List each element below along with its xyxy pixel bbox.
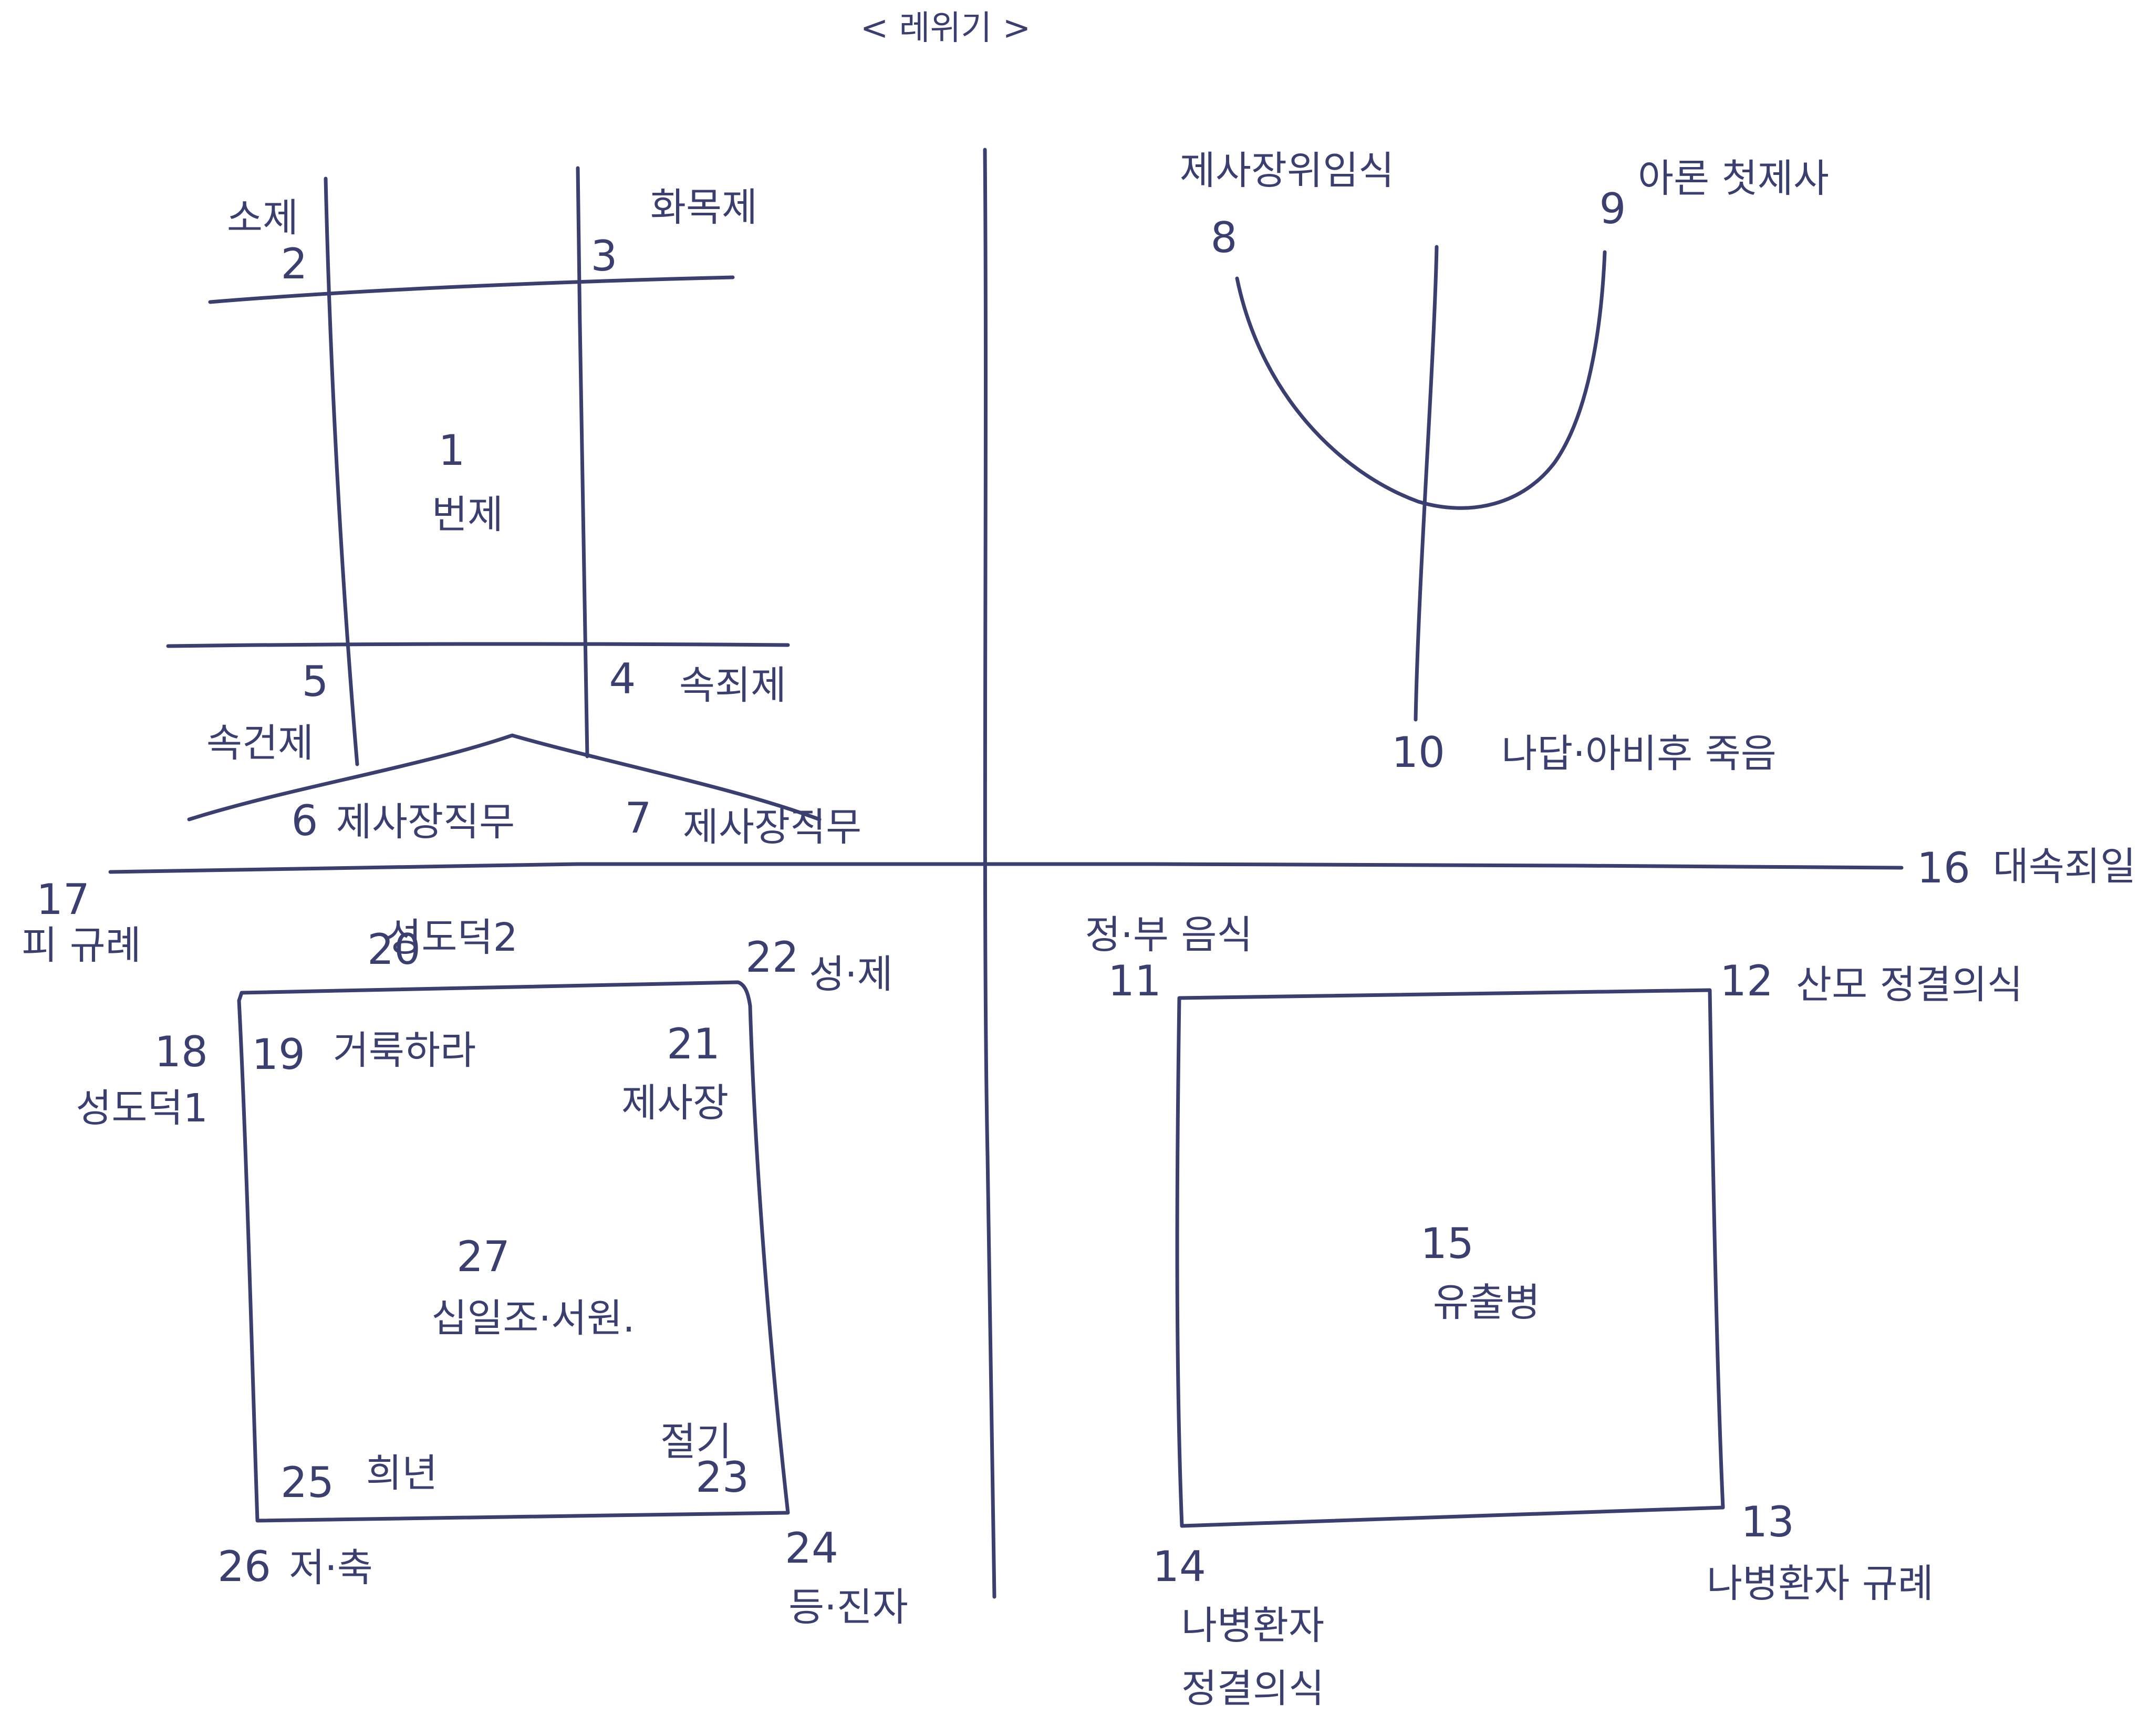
ch4-label: 속죄제 xyxy=(679,663,786,708)
ch14-number: 14 xyxy=(1152,1542,1206,1591)
ch25-label: 희년 xyxy=(366,1451,438,1496)
ch15-label: 유출병 xyxy=(1433,1280,1540,1325)
ch7-label: 제사장직무 xyxy=(683,805,861,850)
ch19-number: 19 xyxy=(252,1030,305,1079)
ch22-number: 22 xyxy=(745,933,799,982)
ch12-number: 12 xyxy=(1720,957,1773,1005)
ch23-number: 23 xyxy=(695,1453,749,1502)
ch16-number: 16 xyxy=(1917,844,1970,892)
ch21-number: 21 xyxy=(667,1020,720,1068)
ch27-number: 27 xyxy=(456,1232,510,1281)
branch-stem xyxy=(1414,245,1439,722)
ch17-label: 피 규례 xyxy=(22,923,141,968)
grid-top-horizontal xyxy=(208,275,735,304)
q3-box xyxy=(237,980,790,1523)
ch1-number: 1 xyxy=(439,426,465,475)
ch19-label: 거룩하라 xyxy=(333,1028,476,1073)
q1-grid xyxy=(166,166,822,822)
ch18-number: 18 xyxy=(154,1027,208,1076)
branch-curve xyxy=(1235,250,1607,510)
grid-right-vertical xyxy=(576,166,589,758)
q4-box xyxy=(1175,988,1725,1528)
ch8-label: 제사장위임식 xyxy=(1180,148,1394,193)
ch23-label: 절기 xyxy=(660,1419,732,1464)
ch5-number: 5 xyxy=(302,657,329,706)
ch18-label: 성도덕1 xyxy=(76,1086,207,1131)
ch24-label: 등·진자 xyxy=(788,1585,908,1630)
ch6-label: 제사장직무 xyxy=(336,799,515,845)
ch10-number: 10 xyxy=(1391,728,1445,777)
ch7-number: 7 xyxy=(625,794,652,843)
ch13-label: 나병환자 규례 xyxy=(1707,1561,1934,1606)
ch4-number: 4 xyxy=(609,654,636,703)
ch3-label: 화목제 xyxy=(650,185,757,230)
ch11-number: 11 xyxy=(1108,957,1161,1005)
ch3-number: 3 xyxy=(591,232,618,280)
horizontal-divider-line xyxy=(108,862,1904,874)
q2-branch xyxy=(1235,245,1607,722)
ch14-label-line1: 나병환자 xyxy=(1181,1603,1324,1648)
ch2-number: 2 xyxy=(281,240,308,288)
ch22-label: 성·제 xyxy=(809,952,893,997)
ch6-number: 6 xyxy=(292,796,318,845)
ch12-label: 산모 정결의식 xyxy=(1796,962,2023,1007)
ch25-number: 25 xyxy=(281,1458,334,1507)
ch9-number: 9 xyxy=(1599,184,1626,233)
ch24-number: 24 xyxy=(785,1524,838,1573)
ch9-label: 아론 첫제사 xyxy=(1638,156,1829,201)
ch20-label: 성도덕2 xyxy=(386,915,517,960)
ch16-label: 대속죄일 xyxy=(1993,844,2136,889)
ch26-label: 저·축 xyxy=(289,1545,373,1591)
grid-bottom-horizontal xyxy=(166,642,790,648)
ch13-number: 13 xyxy=(1741,1498,1794,1546)
ch11-label: 정·부 음식 xyxy=(1085,912,1252,958)
ch1-label: 번제 xyxy=(432,492,503,537)
ch26-number: 26 xyxy=(217,1542,271,1591)
ch2-label: 소제 xyxy=(227,195,298,241)
ch21-label: 제사장 xyxy=(621,1080,729,1126)
ch17-number: 17 xyxy=(36,875,90,924)
ch14-label-line2: 정결의식 xyxy=(1181,1666,1324,1711)
grid-left-vertical xyxy=(324,176,359,766)
grid-mound-curve xyxy=(187,733,822,822)
ch8-number: 8 xyxy=(1211,213,1238,262)
ch10-label: 나답·아비후 죽음 xyxy=(1501,731,1777,776)
ch5-label: 속건제 xyxy=(206,721,314,766)
ch15-number: 15 xyxy=(1420,1219,1474,1268)
vertical-divider-line xyxy=(983,148,996,1599)
ch27-label: 십일조·서원. xyxy=(431,1296,635,1341)
ch20-number: 20 xyxy=(367,925,421,974)
diagram-title: < 레위기 > xyxy=(860,9,1031,48)
